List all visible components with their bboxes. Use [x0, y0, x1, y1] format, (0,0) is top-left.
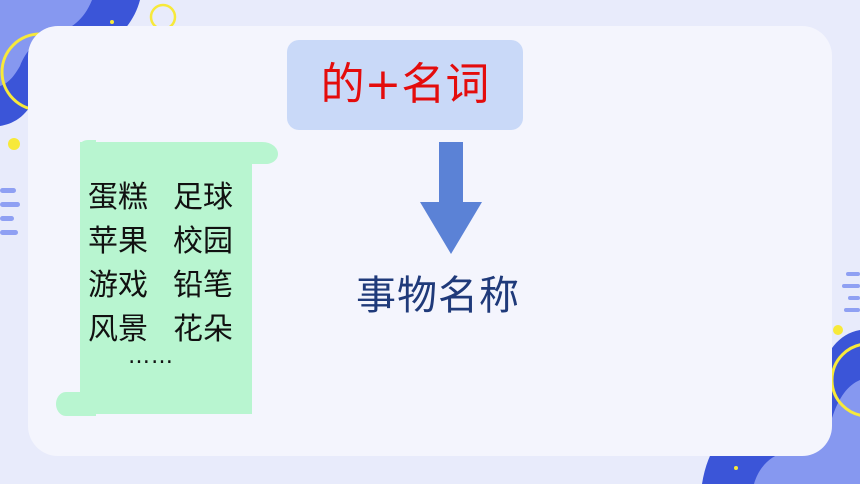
- word-item: 苹果: [88, 224, 148, 259]
- right-stripe: [846, 272, 860, 276]
- left-stripe: [0, 216, 14, 221]
- right-stripe: [842, 284, 860, 288]
- word-row: 苹果 校园: [88, 216, 258, 260]
- word-row: 风景 花朵: [88, 304, 258, 348]
- word-item: 铅笔: [173, 268, 233, 303]
- word-item: 蛋糕: [88, 180, 148, 215]
- word-row: 蛋糕 足球: [88, 172, 258, 216]
- left-stripe: [0, 188, 16, 193]
- left-stripe: [0, 230, 18, 235]
- yellow-dot: [734, 466, 738, 470]
- result-text: 事物名称: [356, 273, 520, 319]
- yellow-dot: [8, 138, 20, 150]
- scroll-icon: [56, 140, 278, 416]
- right-stripe: [848, 296, 860, 300]
- word-item: 花朵: [173, 312, 233, 347]
- title-box: 的+名词: [287, 40, 523, 130]
- yellow-ring-right: [830, 343, 860, 417]
- word-item: 校园: [173, 224, 233, 259]
- bottom-right-blob-light: [754, 380, 860, 484]
- word-item: 足球: [173, 180, 233, 215]
- right-stripe: [844, 308, 860, 312]
- yellow-dot: [110, 20, 114, 24]
- down-arrow-icon: [420, 142, 482, 254]
- example-word-list: 蛋糕 足球 苹果 校园 游戏 铅笔 风景 花朵: [88, 172, 258, 348]
- ellipsis-text: ……: [128, 344, 174, 369]
- top-left-blob-light: [0, 0, 92, 86]
- title-text: 的+名词: [320, 59, 490, 110]
- yellow-dot: [833, 325, 843, 335]
- word-row: 游戏 铅笔: [88, 260, 258, 304]
- left-stripe: [0, 202, 20, 207]
- word-item: 风景: [88, 312, 148, 347]
- word-item: 游戏: [88, 268, 148, 303]
